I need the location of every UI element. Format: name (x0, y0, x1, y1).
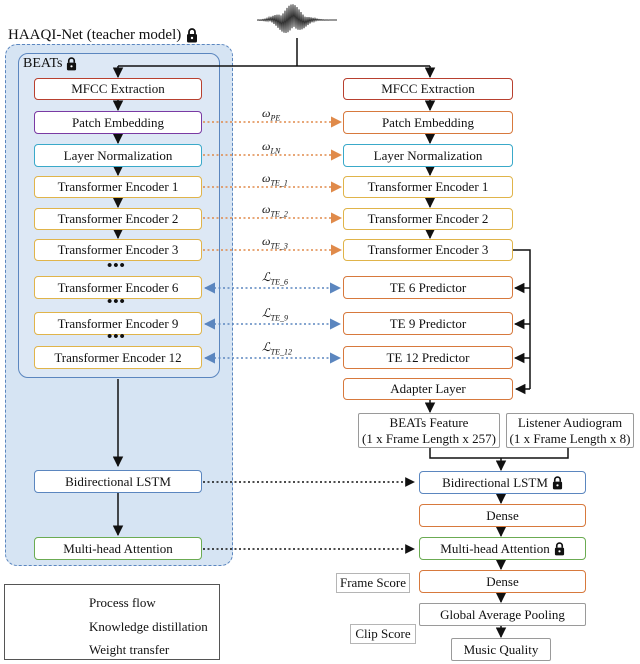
frame-score-label: Frame Score (336, 573, 410, 593)
teacher-title: HAAQI-Net (teacher model) (8, 27, 198, 44)
lock-icon (187, 28, 198, 43)
music-quality: Music Quality (451, 638, 551, 661)
loss-te6-label: ℒTE_6 (262, 270, 288, 287)
omega-te3-label: ωTE_3 (262, 234, 288, 251)
global-average-pooling: Global Average Pooling (419, 603, 586, 626)
ellipsis: ••• (107, 329, 126, 345)
student-bidirectional-lstm: Bidirectional LSTM (419, 471, 586, 494)
listener-audiogram-shape: (1 x Frame Length x 8) (509, 430, 631, 446)
beats-label-text: BEATs (23, 56, 63, 71)
loss-te9-label: ℒTE_9 (262, 306, 288, 323)
legend-weight-transfer: Weight transfer (89, 642, 170, 657)
beats-feature-box: BEATs Feature (1 x Frame Length x 257) (358, 413, 500, 448)
teacher-transformer-encoder-1: Transformer Encoder 1 (34, 176, 202, 198)
teacher-transformer-encoder-2: Transformer Encoder 2 (34, 208, 202, 230)
omega-ln-label: ωLN (262, 139, 281, 156)
omega-pe-label: ωPE (262, 106, 281, 123)
legend-process-flow: Process flow (89, 595, 156, 610)
student-adapter-layer: Adapter Layer (343, 378, 513, 400)
teacher-patch-embedding: Patch Embedding (34, 111, 202, 134)
student-patch-embedding: Patch Embedding (343, 111, 513, 134)
lock-icon (554, 541, 564, 555)
student-mha-label: Multi-head Attention (440, 540, 550, 556)
teacher-transformer-encoder-12: Transformer Encoder 12 (34, 346, 202, 369)
student-te6-predictor: TE 6 Predictor (343, 276, 513, 299)
legend-knowledge-distillation: Knowledge distillation (89, 619, 208, 634)
student-transformer-encoder-2: Transformer Encoder 2 (343, 208, 513, 230)
teacher-bidirectional-lstm: Bidirectional LSTM (34, 470, 202, 493)
ellipsis: ••• (107, 294, 126, 310)
clip-score-label: Clip Score (350, 624, 416, 644)
beats-feature-label: BEATs Feature (389, 414, 469, 430)
teacher-multi-head-attention: Multi-head Attention (34, 537, 202, 560)
lock-icon (552, 475, 562, 489)
teacher-title-text: HAAQI-Net (teacher model) (8, 27, 182, 43)
teacher-transformer-encoder-3: Transformer Encoder 3 (34, 239, 202, 261)
student-dense-2: Dense (419, 570, 586, 593)
listener-audiogram-box: Listener Audiogram (1 x Frame Length x 8… (506, 413, 634, 448)
student-mfcc-extraction: MFCC Extraction (343, 78, 513, 100)
student-transformer-encoder-3: Transformer Encoder 3 (343, 239, 513, 261)
waveform-icon (257, 4, 337, 34)
beats-feature-shape: (1 x Frame Length x 257) (362, 430, 496, 446)
omega-te1-label: ωTE_1 (262, 171, 288, 188)
loss-te12-label: ℒTE_12 (262, 340, 292, 357)
student-te9-predictor: TE 9 Predictor (343, 312, 513, 335)
teacher-transformer-encoder-6: Transformer Encoder 6 (34, 276, 202, 299)
student-layer-normalization: Layer Normalization (343, 144, 513, 167)
listener-audiogram-label: Listener Audiogram (517, 414, 623, 430)
teacher-mfcc-extraction: MFCC Extraction (34, 78, 202, 100)
student-transformer-encoder-1: Transformer Encoder 1 (343, 176, 513, 198)
student-dense-1: Dense (419, 504, 586, 527)
teacher-layer-normalization: Layer Normalization (34, 144, 202, 167)
lock-icon (67, 57, 77, 71)
beats-label: BEATs (23, 56, 77, 72)
student-bilstm-label: Bidirectional LSTM (442, 474, 548, 490)
student-te12-predictor: TE 12 Predictor (343, 346, 513, 369)
teacher-transformer-encoder-9: Transformer Encoder 9 (34, 312, 202, 335)
omega-te2-label: ωTE_2 (262, 202, 288, 219)
legend: Process flow Knowledge distillation Weig… (4, 584, 220, 660)
student-multi-head-attention: Multi-head Attention (419, 537, 586, 560)
ellipsis: ••• (107, 258, 126, 274)
